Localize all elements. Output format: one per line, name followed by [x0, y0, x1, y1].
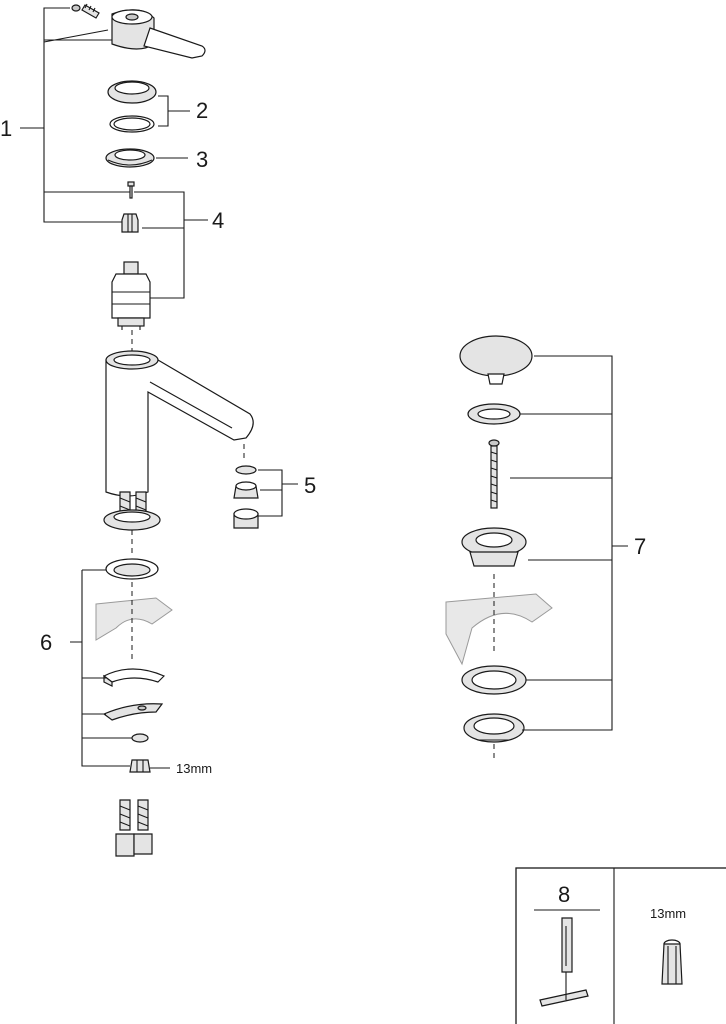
- cartridge-screw-part: [127, 181, 135, 199]
- callout-8: 8: [558, 882, 570, 907]
- base-gasket-part: [103, 509, 161, 531]
- o-ring-part: [109, 115, 155, 133]
- socket-wrench-part: [661, 939, 683, 985]
- aerator-insert-part: [233, 481, 259, 499]
- waste-plug-cap-part: [459, 335, 533, 385]
- flexible-hoses-part: [115, 799, 153, 857]
- threaded-ring-part: [105, 148, 155, 168]
- callout-6: 6: [40, 630, 52, 655]
- cartridge-part: [111, 261, 151, 330]
- set-screw-part: [71, 3, 100, 19]
- top-washer-part: [105, 558, 159, 580]
- cover-ring-part: [107, 80, 157, 104]
- callout-7: 7: [634, 534, 646, 559]
- callout-7-leader: [510, 355, 628, 731]
- callout-2-leader: [158, 95, 190, 127]
- callout-4-leader: [134, 191, 208, 299]
- callout-5: 5: [304, 473, 316, 498]
- callout-1-leader: [20, 7, 130, 223]
- basin-section: [445, 593, 553, 666]
- nut-size-label: 13mm: [176, 761, 212, 776]
- horseshoe-washer-part: [102, 668, 166, 687]
- waste-body-part: [461, 527, 527, 567]
- callout-4: 4: [212, 208, 224, 233]
- tool-size-label: 13mm: [650, 906, 686, 921]
- waste-gasket-part: [461, 665, 527, 695]
- faucet-body-part: [105, 350, 254, 497]
- callout-1: 1: [0, 116, 12, 141]
- cartridge-tool-part: [539, 917, 589, 1007]
- waste-seal-ring-part: [467, 403, 521, 425]
- callout-6-leader: [70, 569, 132, 767]
- aerator-washer-part: [235, 465, 257, 475]
- lever-handle-part: [111, 9, 206, 59]
- adapter-part: [121, 213, 139, 233]
- aerator-housing-part: [233, 508, 259, 529]
- callout-3: 3: [196, 147, 208, 172]
- fixing-washer-part: [131, 733, 149, 743]
- waste-nut-part: [463, 713, 525, 743]
- countertop-section: [95, 597, 173, 641]
- callout-2: 2: [196, 98, 208, 123]
- fixing-plate-part: [102, 703, 164, 721]
- callout-5-leader: [258, 469, 298, 517]
- fixing-nut-part: [129, 759, 151, 773]
- waste-rod-part: [488, 439, 500, 509]
